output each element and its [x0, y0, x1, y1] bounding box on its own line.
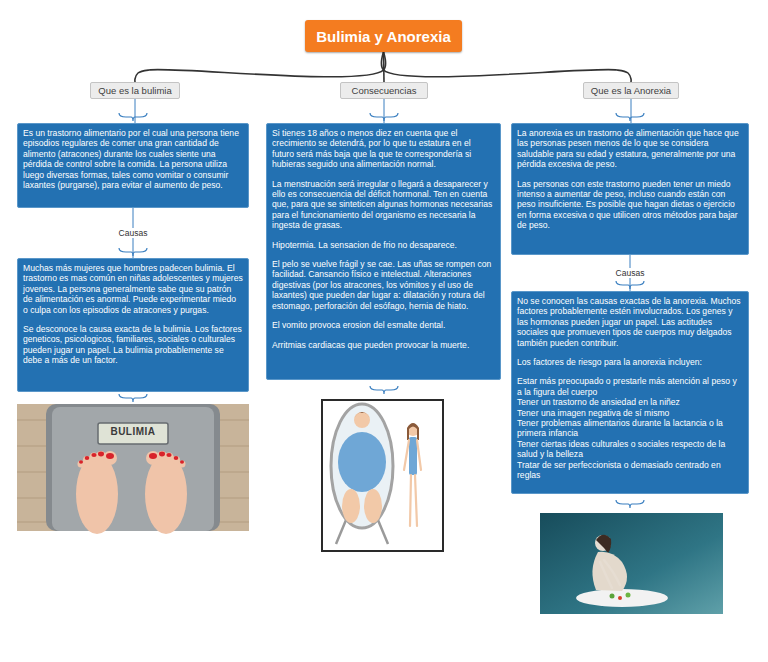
node-text: Tener un trastorno de ansiedad en la niñ… — [517, 397, 743, 407]
node-text: Bulimia y Anorexia — [316, 28, 451, 45]
content-box: La anorexia es un trastorno de alimentac… — [511, 123, 749, 255]
content-box: Muchas más mujeres que hombres padecen b… — [17, 258, 249, 392]
scale-illustration — [17, 404, 249, 534]
brace — [616, 500, 644, 508]
node-text: Arritmias cardiacas que pueden provocar … — [272, 340, 495, 350]
node-text: Las personas con este trastorno pueden t… — [517, 179, 743, 231]
node-text: La anorexia es un trastorno de alimentac… — [517, 128, 743, 170]
node-text: Los factores de riesgo para la anorexia … — [517, 357, 743, 367]
node-text: Que es la bulimia — [98, 85, 171, 96]
connector-line — [384, 99, 385, 123]
tree-connector — [135, 52, 386, 82]
node-text: Muchas más mujeres que hombres padecen b… — [23, 263, 243, 315]
content-box: Si tienes 18 años o menos diez en cuenta… — [266, 123, 501, 380]
node-text: Es un trastorno alimentario por el cual … — [23, 128, 243, 190]
node-text: Estar más preocupado o prestarle más ate… — [517, 376, 743, 397]
node-text: Si tienes 18 años o menos diez en cuenta… — [272, 128, 495, 170]
node-text: Tener una imagen negativa de sí mismo — [517, 408, 743, 418]
node-text: No se conocen las causas exactas de la a… — [517, 296, 743, 348]
tree-connector — [381, 52, 631, 82]
brace — [616, 113, 644, 121]
node-text: Consecuencias — [352, 85, 417, 96]
node-text: Tener ciertas ideas culturales o sociale… — [517, 439, 743, 460]
heading-box: Que es la Anorexia — [583, 82, 679, 99]
scale-text: BULIMIA — [98, 426, 168, 437]
connector-line — [135, 99, 136, 123]
content-box: No se conocen las causas exactas de la a… — [511, 291, 749, 494]
node-text: Tratar de ser perfeccionista o demasiado… — [517, 460, 743, 481]
mirror-illustration — [322, 400, 443, 551]
anorexia-illustration — [540, 513, 723, 614]
node-text: La menstruación será irregular o llegará… — [272, 179, 495, 231]
heading-box: Consecuencias — [340, 82, 428, 99]
brace — [370, 386, 398, 394]
edge-label: Causas — [116, 228, 151, 238]
content-box: Es un trastorno alimentario por el cual … — [17, 123, 249, 208]
brace — [119, 113, 147, 121]
node-text: El pelo se vuelve frágil y se cae. Las u… — [272, 259, 495, 311]
node-text: Hipotermia. La sensacion de frio no desa… — [272, 240, 495, 250]
connector-line — [631, 99, 632, 123]
node-text: Se desconoce la causa exacta de la bulim… — [23, 324, 243, 366]
node-text: El vomito provoca erosion del esmalte de… — [272, 320, 495, 330]
heading-box: Que es la bulimia — [90, 82, 180, 99]
node-text: Tener problemas alimentarios durante la … — [517, 418, 743, 439]
edge-label: Causas — [613, 268, 648, 278]
node-text: Que es la Anorexia — [591, 85, 671, 96]
brace — [119, 394, 147, 402]
title-box: Bulimia y Anorexia — [305, 20, 462, 52]
